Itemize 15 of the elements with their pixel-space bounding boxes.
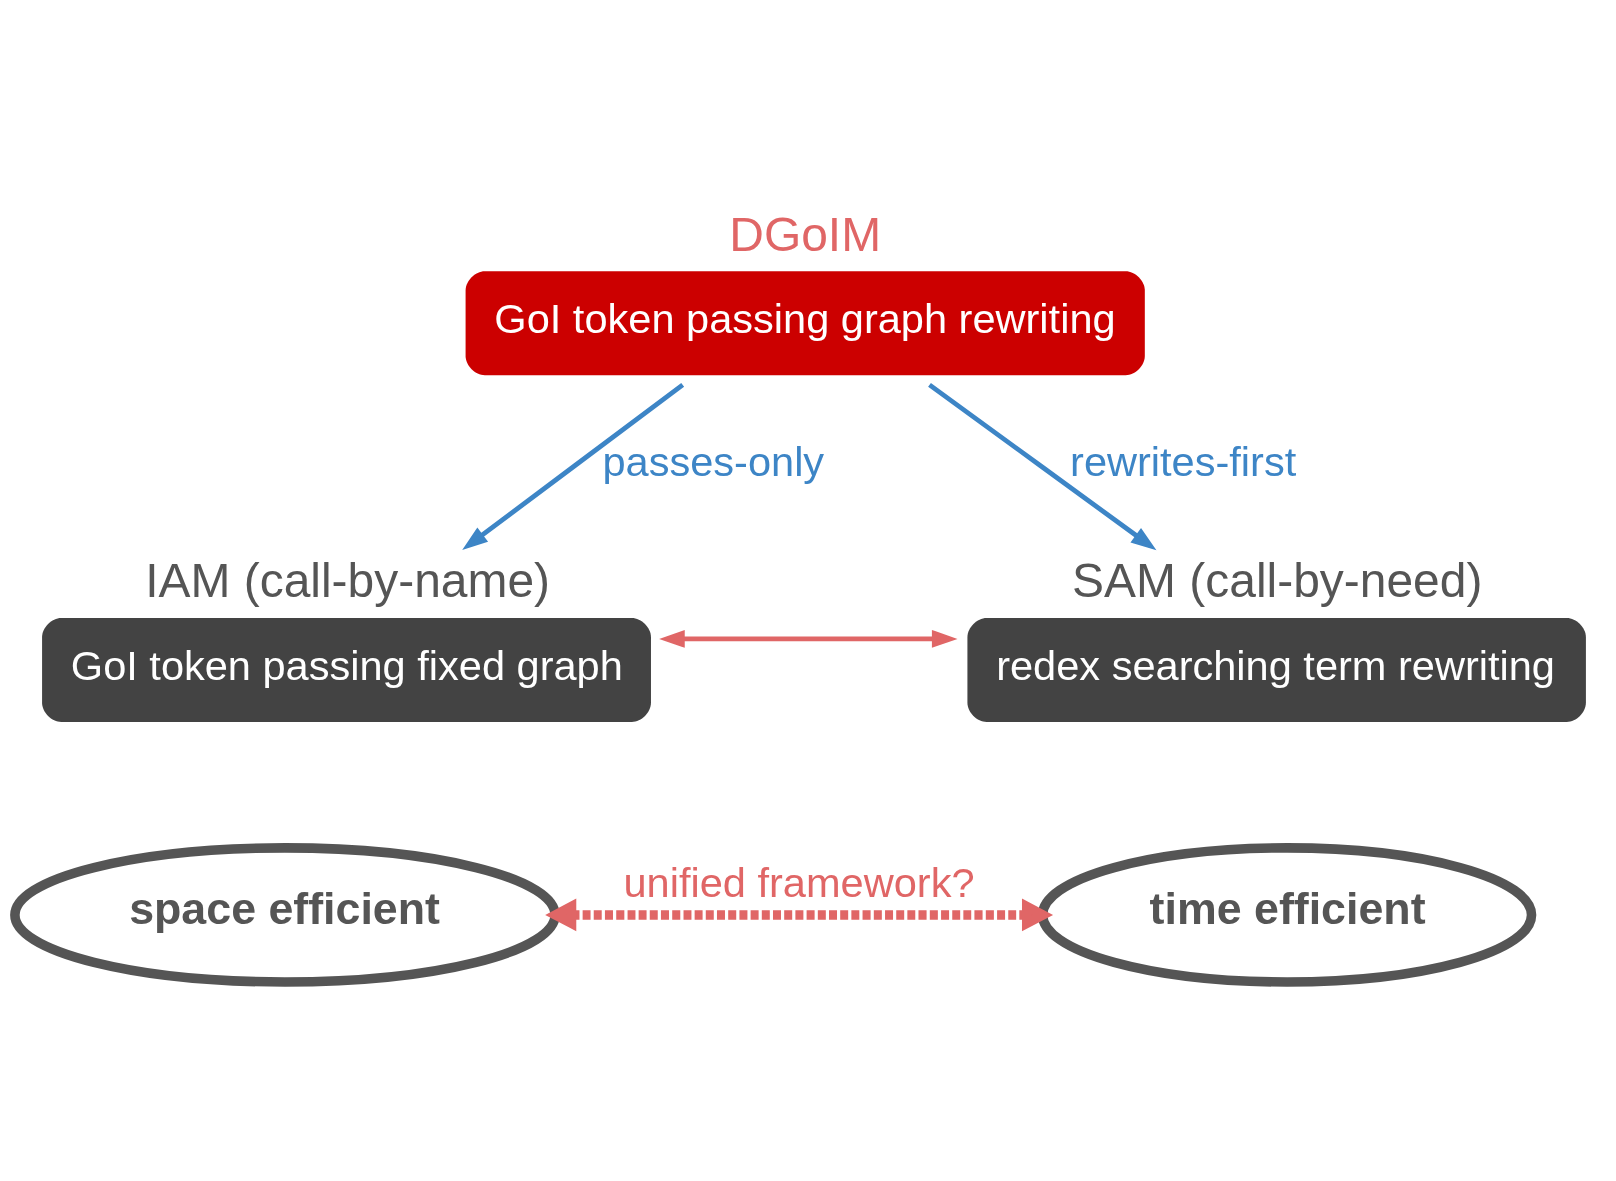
node-box: redex searching term rewriting (967, 618, 1586, 722)
edge-label: rewrites-first (1070, 437, 1297, 485)
node-box: GoI token passing fixed graph (42, 618, 651, 722)
node-label: SAM (call-by-need) (1072, 554, 1483, 608)
edge-label: unified framework? (623, 859, 975, 907)
arrow (545, 898, 1054, 932)
arrow (659, 629, 958, 648)
node-label: IAM (call-by-name) (145, 554, 551, 608)
node-label: DGoIM (729, 207, 882, 261)
node-ellipse: time efficient (1037, 843, 1537, 987)
arrow (462, 382, 685, 551)
node-ellipse: space efficient (10, 843, 560, 987)
arrow (928, 382, 1157, 551)
edge-label: passes-only (602, 437, 825, 485)
node-box: GoI token passing graph rewriting (465, 271, 1145, 376)
